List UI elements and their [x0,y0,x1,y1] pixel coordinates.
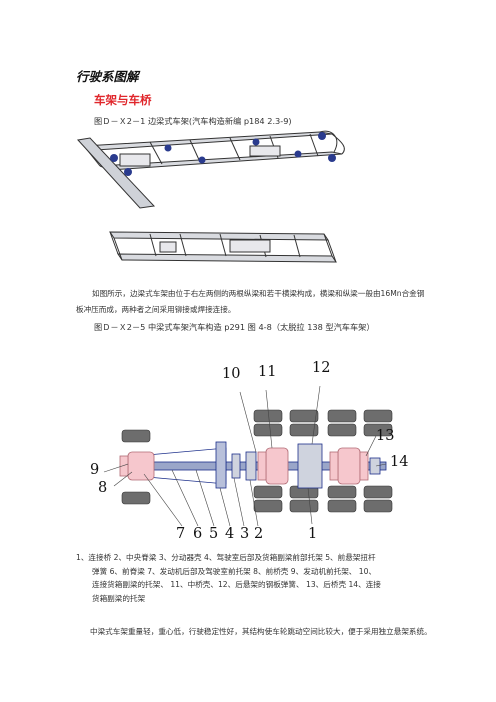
section-heading: 车架与车桥 [94,93,152,107]
diagram-label-13: 13 [376,428,395,444]
paragraph-line-1: 如图所示，边梁式车架由位于右左两侧的两根纵梁和若干横梁构成，横梁和纵梁一般由16… [92,289,425,298]
diagram-label-4: 4 [225,526,235,542]
diagram-label-5: 5 [209,526,219,542]
page-title: 行驶系图解 [76,69,139,84]
tire-group [121,409,393,513]
ladder-frame-lower [109,231,337,263]
axle-housings [119,447,369,485]
diagram-label-8: 8 [98,480,108,496]
diagram-label-9: 9 [90,462,100,478]
diagram-label-11: 11 [258,364,277,380]
legend-line-3: 连接货箱副梁的托架、 11、中桥壳、12、后悬架的钢板弹簧、 13、后桥壳 14… [92,580,381,589]
paragraph-line-2: 板冲压而成，两种者之间采用铆接或焊接连接。 [76,305,236,314]
backbone-frame-diagram: 10 11 12 13 14 9 8 7 6 5 4 3 2 1 [76,352,416,548]
paragraph-backbone-frame: 中梁式车架重量轻，重心低，行驶稳定性好，其结构使车轮跳动空间比较大，便于采用独立… [90,627,432,636]
parts-legend: 1、连接桥 2、中央脊梁 3、分动器壳 4、驾驶室后部及货箱副梁前部托架 5、前… [76,551,436,605]
diagram-label-10: 10 [222,366,241,382]
diagram-label-6: 6 [193,526,203,542]
legend-line-4: 货箱副梁的托架 [92,593,146,603]
diagram-label-14: 14 [390,454,409,470]
transfer-case [231,443,381,489]
ladder-frame-upper [77,130,345,209]
diagram-label-12: 12 [312,360,331,376]
legend-line-1: 1、连接桥 2、中央脊梁 3、分动器壳 4、驾驶室后部及货箱副梁前部托架 5、前… [76,553,376,562]
diagram-label-3: 3 [240,526,250,542]
diagram-label-1: 1 [308,526,318,542]
ladder-frame-figure [77,130,345,263]
legend-line-2: 弹簧 6、前脊梁 7、发动机后部及驾驶室前托架 8、前桥壳 9、发动机前托架、 … [92,566,377,576]
diagram-label-2: 2 [254,526,264,542]
figure-caption-1: 图Ｄ－Ｘ2－1 边梁式车架(汽车构造新编 p184 2.3-9) [94,116,292,126]
frame-mount-points [110,132,336,176]
paragraph-ladder-frame: 如图所示，边梁式车架由位于右左两侧的两根纵梁和若干横梁构成，横梁和纵梁一般由16… [76,286,436,318]
figure-caption-2: 图Ｄ－Ｘ2－5 中梁式车架汽车构造 p291 图 4-8（太脱拉 138 型汽车… [94,322,375,332]
diagram-label-7: 7 [176,526,186,542]
leader-lines [103,385,387,527]
